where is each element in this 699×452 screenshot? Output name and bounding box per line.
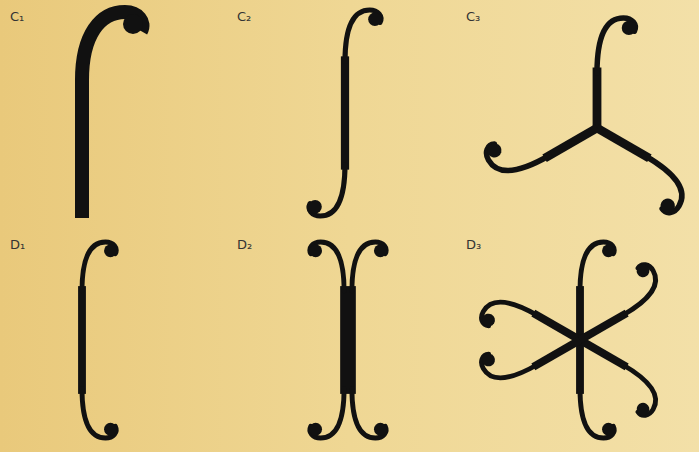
group-label: C₁ xyxy=(10,10,24,23)
d1-figure xyxy=(82,242,117,438)
group-label: D₂ xyxy=(237,238,252,251)
group-label: C₂ xyxy=(237,10,251,23)
group-label: D₁ xyxy=(10,238,25,251)
group-label: C₃ xyxy=(466,10,480,23)
d3-figure xyxy=(478,242,665,438)
c3-figure xyxy=(482,18,692,217)
group-label: D₃ xyxy=(466,238,481,251)
d2-figure xyxy=(309,242,386,438)
c2-figure xyxy=(308,10,381,216)
c1-figure xyxy=(82,12,143,218)
